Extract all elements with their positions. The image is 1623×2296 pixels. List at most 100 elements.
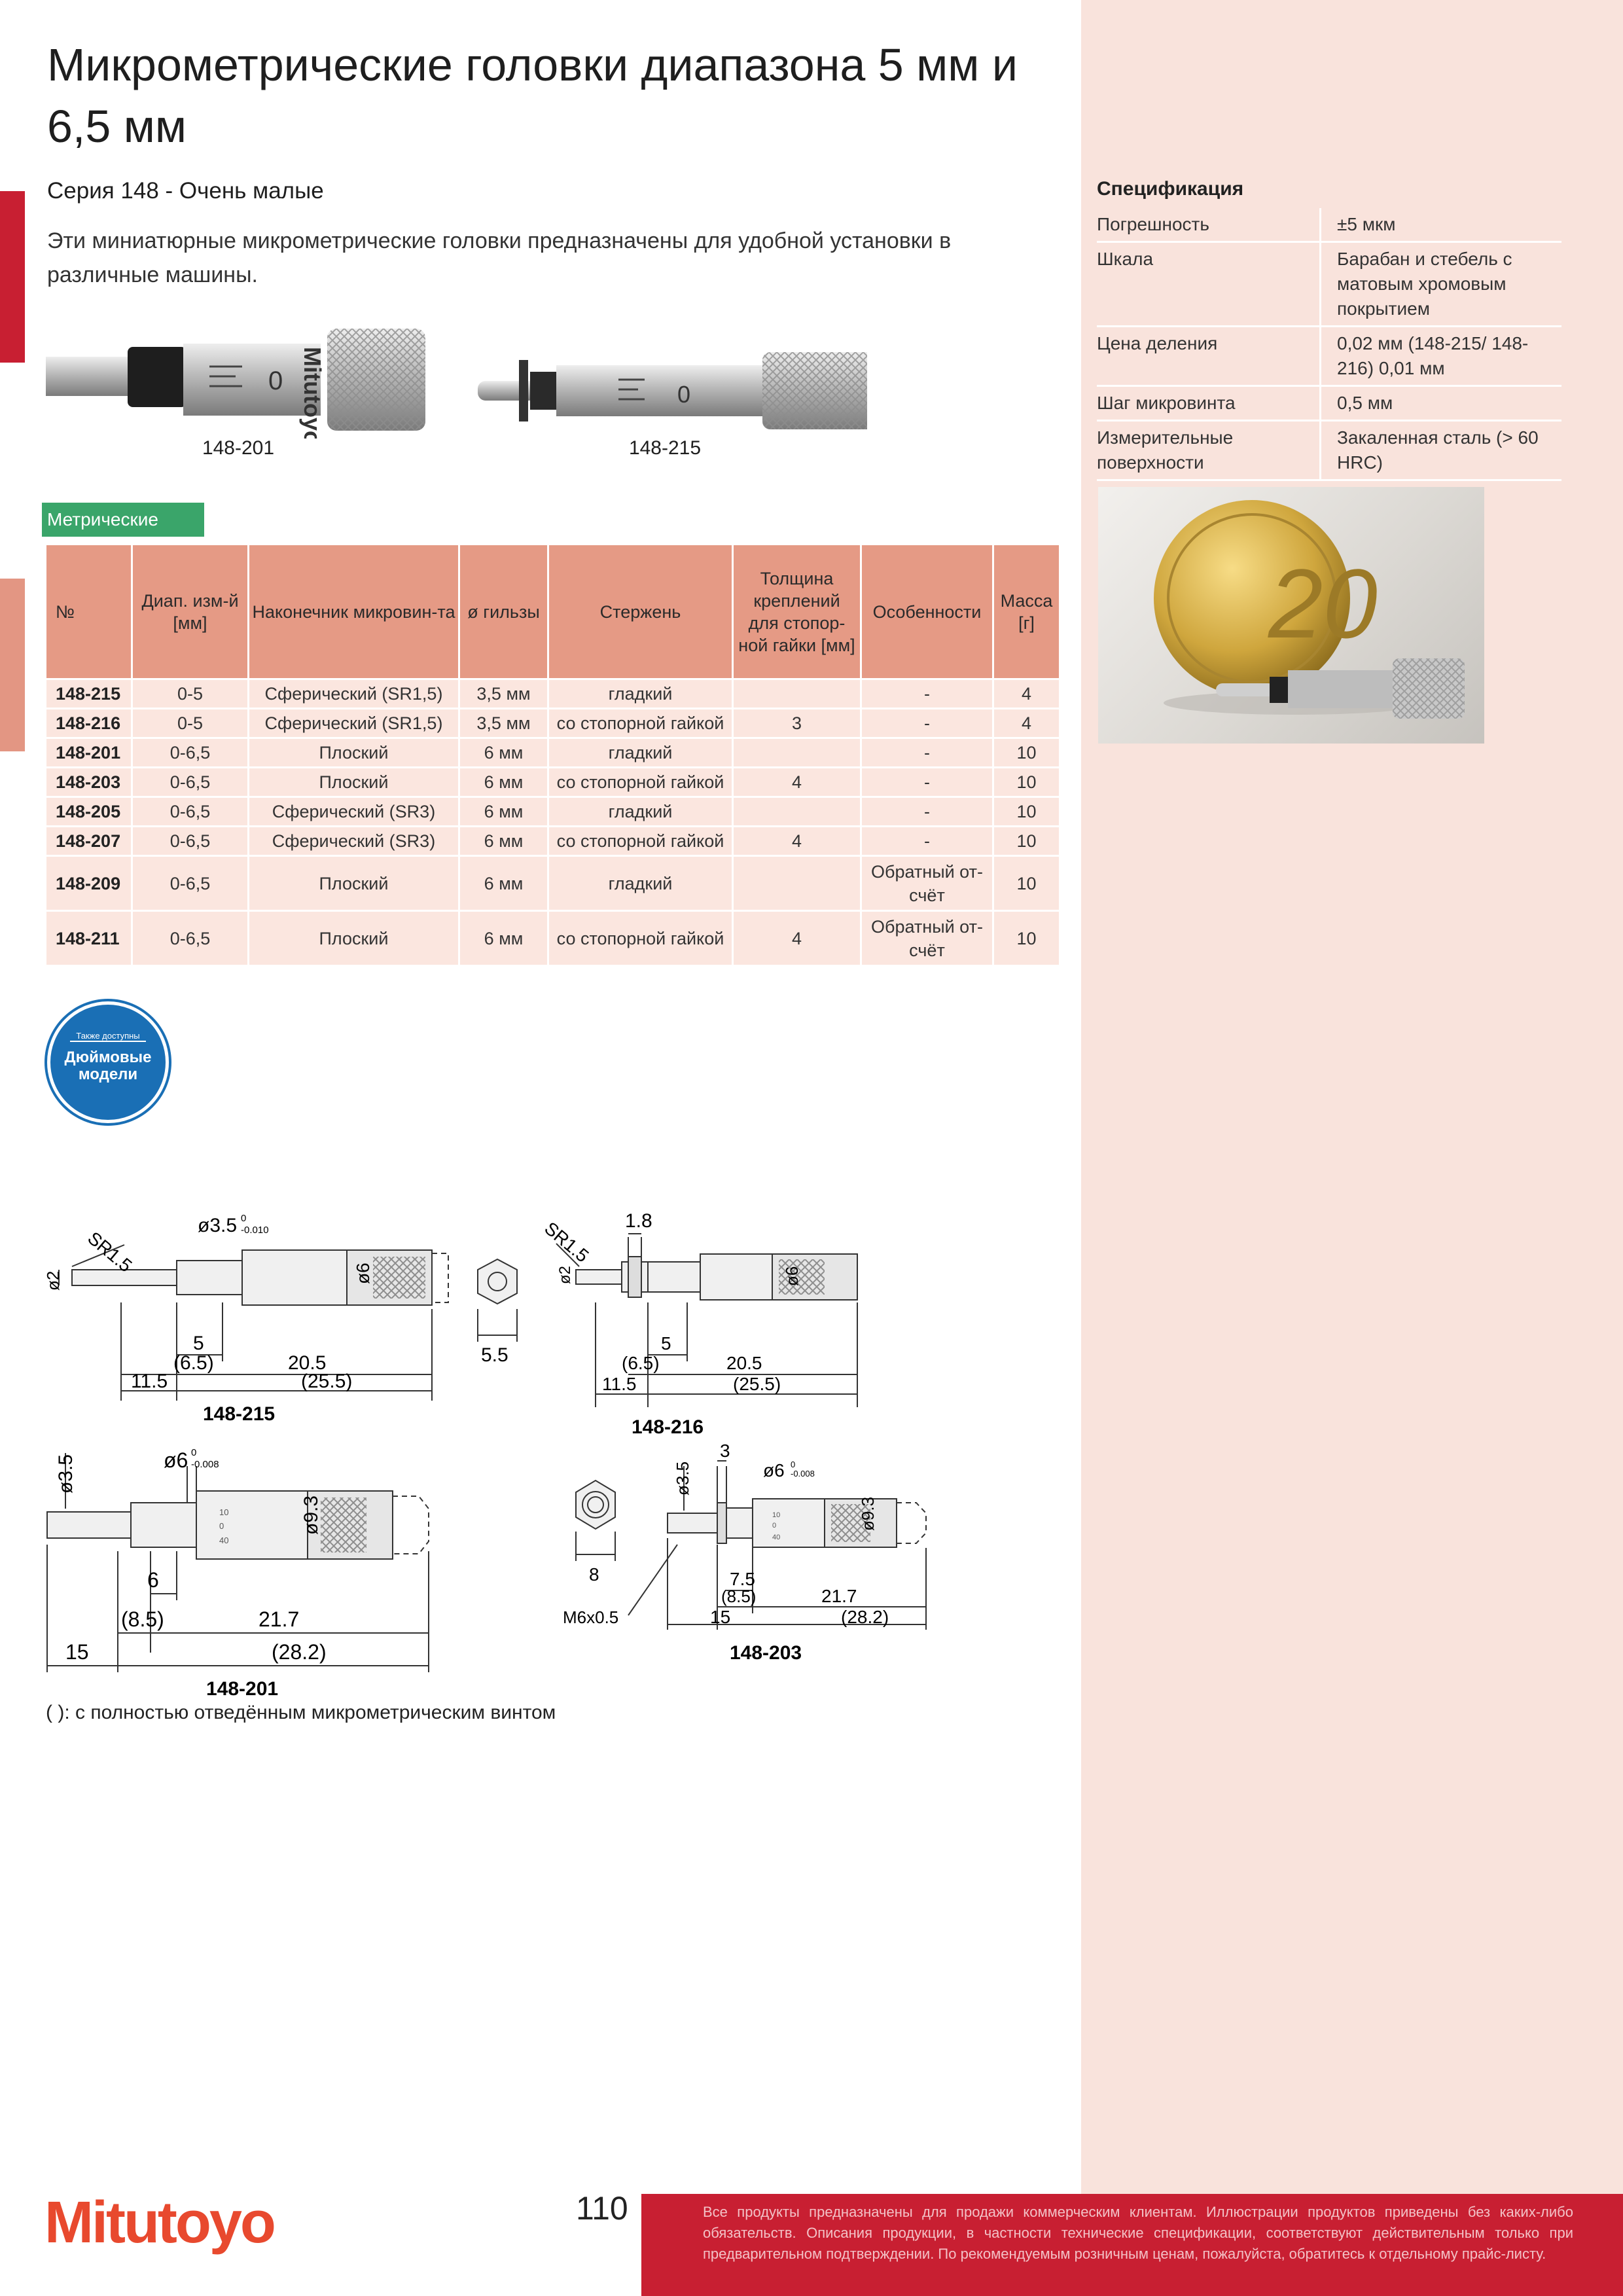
product-table: № Диап. изм-й [мм] Наконечник микровин-т… <box>45 543 1061 967</box>
cell-nut <box>732 855 862 912</box>
dim-nut: 5.5 <box>481 1344 508 1366</box>
dim-15: 15 <box>65 1640 89 1664</box>
table-header-row: № Диап. изм-й [мм] Наконечник микровин-т… <box>45 543 1061 680</box>
spec-row: Погрешность±5 мкм <box>1097 208 1561 243</box>
spec-value: ±5 мкм <box>1320 208 1561 243</box>
cell-tip: Сферический (SR1,5) <box>247 708 460 739</box>
dim-shaft: ø3.5 <box>55 1454 77 1494</box>
drawing-148-201: 10 0 40 ø3.5 ø6 0 -0.008 ø9.3 6 (8.5) 21… <box>46 1447 429 1700</box>
dim-thread: M6x0.5 <box>563 1607 618 1627</box>
badge-top-text: Также доступны <box>70 1031 146 1042</box>
cell-nut <box>732 796 862 827</box>
cell-code: 148-216 <box>45 708 133 739</box>
dim-shaft: ø2 <box>46 1271 63 1291</box>
cell-stem: со стопорной гайкой <box>547 708 734 739</box>
tol-sleeve: -0.008 <box>191 1459 219 1470</box>
cell-code: 148-207 <box>45 825 133 857</box>
image-caption-148-201: 148-201 <box>202 437 275 459</box>
cell-sleeve: 6 мм <box>458 737 549 768</box>
product-description: Эти миниатюрные микрометрические головки… <box>47 228 952 287</box>
cell-range: 0-6,5 <box>131 910 249 967</box>
page-title: Микрометрические головки диапазона 5 мм … <box>47 39 1018 152</box>
cell-mass: 10 <box>992 825 1061 857</box>
spec-value: Барабан и стебель с матовым хромовым пок… <box>1320 242 1561 327</box>
cell-tip: Плоский <box>247 855 460 912</box>
cell-range: 0-5 <box>131 708 249 739</box>
table-row: 148-207 0-6,5 Сферический (SR3) 6 мм со … <box>45 825 1061 857</box>
cell-sleeve: 6 мм <box>458 796 549 827</box>
cell-tip: Плоский <box>247 766 460 798</box>
metric-tag: Метрические <box>42 503 204 537</box>
spec-key: Погрешность <box>1097 208 1321 243</box>
cell-nut: 4 <box>732 766 862 798</box>
table-row: 148-203 0-6,5 Плоский 6 мм со стопорной … <box>45 766 1061 798</box>
cell-range: 0-6,5 <box>131 855 249 912</box>
cell-tip: Сферический (SR3) <box>247 825 460 857</box>
cell-features: Обратный от-счёт <box>860 855 994 912</box>
cell-nut <box>732 678 862 709</box>
brand-engraving: Mitutoyo <box>299 347 326 439</box>
cell-stem: гладкий <box>547 678 734 709</box>
mitutoyo-logo: Mitutoyo <box>45 2190 276 2255</box>
drawing-footnote: ( ): с полностью отведённым микрометриче… <box>46 1702 556 1723</box>
dim-shaft: ø3.5 <box>673 1462 692 1496</box>
series-subtitle: Серия 148 - Очень малые <box>47 178 324 204</box>
cell-code: 148-215 <box>45 678 133 709</box>
dim-sleeve: ø6 <box>763 1460 785 1480</box>
inch-models-badge[interactable]: Также доступны Дюймовые модели <box>47 1001 169 1123</box>
cell-nut: 4 <box>732 825 862 857</box>
cell-stem: со стопорной гайкой <box>547 825 734 857</box>
badge-main-text: Дюймовые модели <box>64 1049 152 1083</box>
cell-code: 148-203 <box>45 766 133 798</box>
cell-features: - <box>860 708 994 739</box>
dim-21-7: 21.7 <box>259 1607 299 1631</box>
cell-range: 0-6,5 <box>131 737 249 768</box>
cell-nut <box>732 737 862 768</box>
cell-tip: Сферический (SR1,5) <box>247 678 460 709</box>
page-number: 110 <box>576 2190 628 2227</box>
cell-nut: 3 <box>732 708 862 739</box>
product-image-148-201: 0 Mitutoyo <box>46 329 425 439</box>
header-mass: Масса [г] <box>992 543 1061 680</box>
cell-code: 148-201 <box>45 737 133 768</box>
cell-features: - <box>860 825 994 857</box>
dim-8-5: (8.5) <box>121 1607 164 1631</box>
cell-features: - <box>860 766 994 798</box>
cell-mass: 4 <box>992 708 1061 739</box>
cell-stem: со стопорной гайкой <box>547 766 734 798</box>
table-row: 148-215 0-5 Сферический (SR1,5) 3,5 мм г… <box>45 678 1061 709</box>
dim-6-5: (6.5) <box>622 1353 660 1373</box>
dim-sr: SR1.5 <box>541 1218 593 1266</box>
dim-8-5: (8.5) <box>721 1587 756 1606</box>
scale-tick-0: 0 <box>772 1522 776 1530</box>
dim-thimble: ø9.3 <box>858 1497 878 1531</box>
tol-zero: 0 <box>791 1460 795 1469</box>
cell-sleeve: 6 мм <box>458 825 549 857</box>
table-row: 148-216 0-5 Сферический (SR1,5) 3,5 мм с… <box>45 708 1061 739</box>
tol-zero: 0 <box>241 1213 246 1224</box>
cell-sleeve: 3,5 мм <box>458 708 549 739</box>
dim-sleeve: ø6 <box>164 1448 188 1472</box>
dim-7-5: 7.5 <box>730 1569 755 1589</box>
dim-28-2: (28.2) <box>272 1640 327 1664</box>
cell-mass: 10 <box>992 796 1061 827</box>
dim-28-2: (28.2) <box>841 1607 889 1627</box>
cell-range: 0-6,5 <box>131 825 249 857</box>
header-range: Диап. изм-й [мм] <box>131 543 249 680</box>
cell-sleeve: 6 мм <box>458 910 549 967</box>
header-sleeve-diameter: ø гильзы <box>458 543 549 680</box>
dim-thimble: ø9.3 <box>300 1496 322 1535</box>
footer-disclaimer-box: Все продукты предназначены для продажи к… <box>641 2194 1623 2296</box>
image-caption-148-215: 148-215 <box>628 437 702 459</box>
accent-bar-red <box>0 191 25 363</box>
dim-5: 5 <box>661 1333 671 1354</box>
cell-mass: 10 <box>992 855 1061 912</box>
scale-tick-10: 10 <box>219 1507 228 1517</box>
dim-25-5: (25.5) <box>301 1371 352 1392</box>
cell-code: 148-209 <box>45 855 133 912</box>
dim-thimble: ø6 <box>782 1266 802 1286</box>
cell-tip: Плоский <box>247 910 460 967</box>
dim-5: 5 <box>193 1333 204 1354</box>
